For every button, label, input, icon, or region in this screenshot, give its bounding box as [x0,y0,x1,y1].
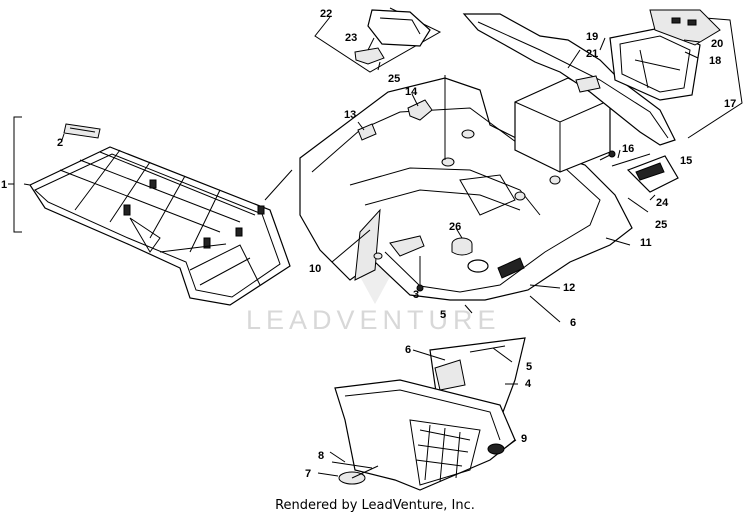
rear-rack [29,146,291,306]
callout-3: 3 [413,289,419,301]
bolt-16 [599,150,616,161]
decal-14 [407,99,433,121]
fuel-cap [451,237,489,273]
watermark-text: LEADVENTURE [246,305,501,335]
vent-12 [497,257,525,279]
callout-labels: 1 2 3 4 5 5 6 6 7 8 9 10 11 12 13 14 15 … [1,8,736,480]
callout-15: 15 [680,155,692,167]
leader-lines [23,37,701,477]
callout-17: 17 [724,98,736,110]
callout-6b: 6 [405,344,411,356]
callout-9: 9 [521,433,527,445]
footwell [334,379,516,491]
decal-13 [357,123,377,141]
decal-label [63,123,101,139]
callout-12: 12 [563,282,575,294]
callout-20: 20 [711,38,723,50]
callout-11: 11 [640,237,652,249]
callout-13: 13 [344,109,356,121]
callout-14: 14 [405,86,418,98]
callout-24: 24 [656,197,669,209]
callout-6a: 6 [570,317,576,329]
callout-16: 16 [622,143,634,155]
rear-panel [462,13,676,146]
callout-5a: 5 [440,309,446,321]
latch-assembly [354,9,431,65]
tail-light [626,155,679,193]
callout-26: 26 [449,221,461,233]
rear-fender [299,77,633,301]
push-rivet [487,443,505,455]
callout-18: 18 [709,55,721,67]
callout-5b: 5 [526,361,532,373]
callout-1: 1 [1,179,7,191]
callout-21: 21 [586,48,598,60]
callout-4: 4 [525,378,532,390]
callout-25a: 25 [388,73,400,85]
callout-10: 10 [309,263,321,275]
footer-credit: Rendered by LeadVenture, Inc. [275,498,475,513]
callout-7: 7 [305,468,311,480]
callout-25b: 25 [655,219,667,231]
callout-2: 2 [57,137,63,149]
bolt-7-8 [331,461,379,485]
callout-19: 19 [586,31,598,43]
bracket-1 [8,116,22,233]
callout-22: 22 [320,8,332,20]
callout-23: 23 [345,32,357,44]
callout-8: 8 [318,450,324,462]
part-20 [649,9,721,46]
